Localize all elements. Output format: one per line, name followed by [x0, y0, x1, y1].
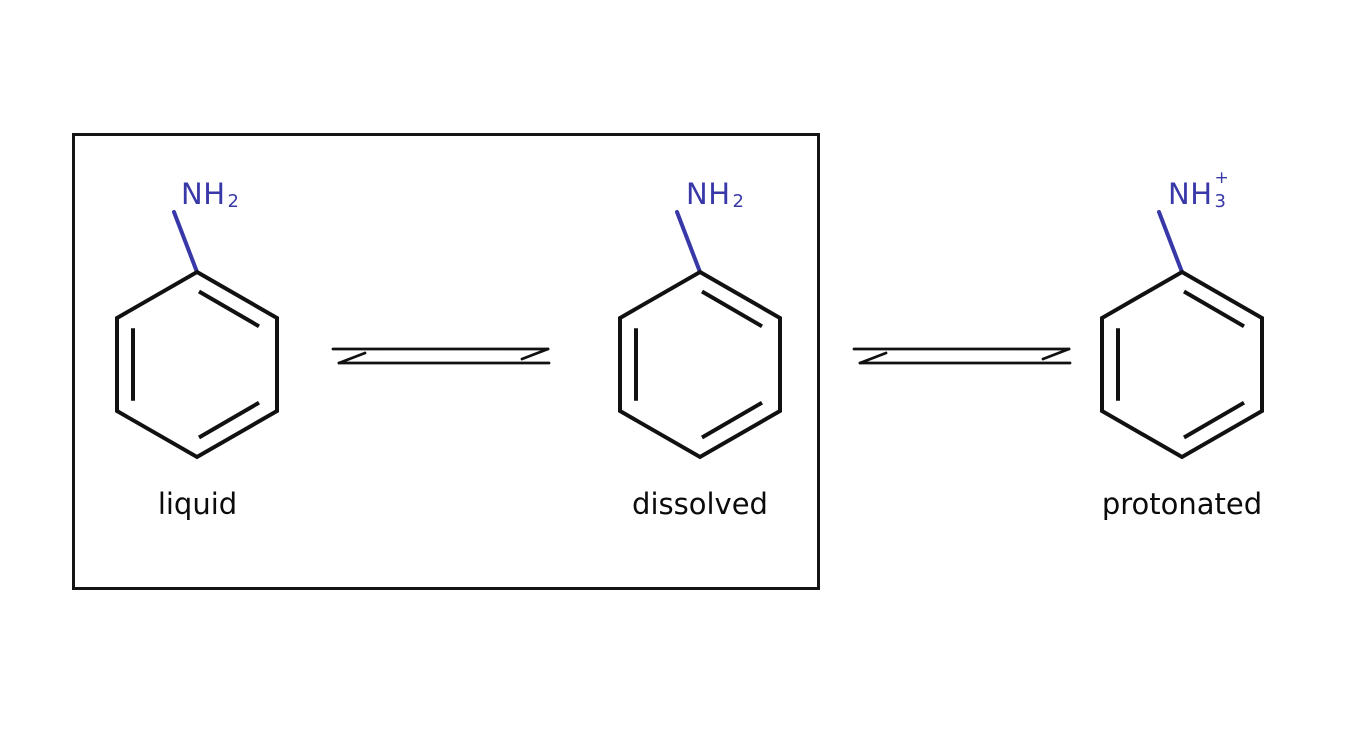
molecule-dissolved	[618, 210, 782, 460]
state-label-liquid: liquid	[157, 487, 238, 521]
amine-subscript: 2	[227, 191, 240, 212]
benzene-ring	[618, 269, 782, 460]
cn-bond	[675, 210, 702, 274]
cn-bond	[172, 210, 199, 274]
molecule-protonated	[1100, 210, 1264, 460]
molecule-liquid	[115, 210, 279, 460]
forward-arrow-barb	[520, 347, 550, 361]
phase-boundary-box	[72, 133, 820, 590]
state-label-protonated: protonated	[1101, 487, 1263, 521]
amine-group-label: NH+3	[1168, 168, 1230, 212]
amine-formula: NH	[1168, 177, 1213, 211]
equilibrium-arrow-2	[852, 347, 1072, 365]
reverse-arrow-barb	[337, 351, 367, 365]
reverse-arrow-barb	[858, 351, 888, 365]
amine-subsup: 2	[226, 175, 243, 212]
amine-subsup: 2	[731, 175, 748, 212]
state-label-dissolved: dissolved	[632, 487, 768, 521]
double-bond	[1182, 289, 1246, 329]
benzene-ring	[1100, 269, 1264, 460]
double-bond	[700, 400, 764, 440]
amine-subscript: 2	[732, 191, 745, 212]
amine-formula: NH	[686, 177, 731, 211]
cn-bond	[1157, 210, 1184, 274]
amine-subsup: +3	[1213, 168, 1230, 212]
equilibrium-arrow-1	[331, 347, 551, 365]
double-bond	[700, 289, 764, 329]
amine-superscript: +	[1214, 168, 1230, 188]
double-bond	[197, 289, 261, 329]
benzene-ring	[115, 269, 279, 460]
double-bond	[197, 400, 261, 440]
double-bond	[1182, 400, 1246, 440]
amine-subscript: 3	[1214, 191, 1227, 212]
amine-formula: NH	[181, 177, 226, 211]
forward-arrow-barb	[1041, 347, 1071, 361]
